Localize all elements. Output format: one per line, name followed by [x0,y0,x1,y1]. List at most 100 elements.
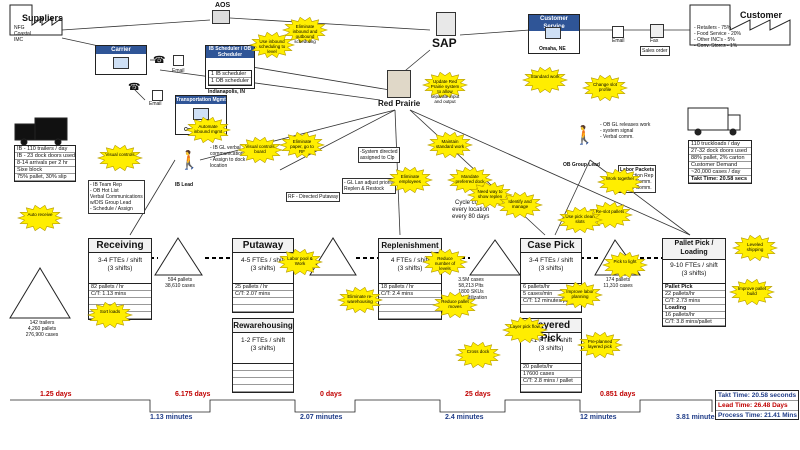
kaizen-burst-text: Reduce pallet moves [441,299,469,309]
ib-lead-person-icon: 🚶 [178,150,201,170]
kaizen-burst-text: Need way to show replen [477,189,503,199]
kaizen-burst-text: Automate inbound mgmt [193,124,223,134]
kaizen-burst-text: Reduce number of levels [434,256,456,271]
kaizen-burst-text: Eliminate employees [399,174,421,184]
phone-icon: ☎ [153,55,166,66]
email-icon [612,26,624,38]
process-case-pick: Case Pick 3-4 FTEs / shift(3 shifts) [520,238,582,284]
kaizen-burst [582,74,628,102]
ob-lead-person-icon: 🚶 [573,125,596,145]
kaizen-burst-text: Sort loads [99,309,121,314]
scheduler-title: IB Scheduler / OB Scheduler [206,46,254,58]
process-time-2: 2.07 minutes [300,414,343,421]
kaizen-burst-text: Labor pool & Work [287,256,313,266]
kaizen-burst-text: Identify and manage [508,199,532,209]
customer-service-box: Customer Service Omaha, NE [528,14,580,54]
kaizen-burst [249,31,295,59]
kaizen-burst-text: Pick to light [613,259,637,264]
kaizen-burst-text: Pre-planned layered pick [587,339,613,349]
wait-time-4: 25 days [465,391,491,398]
kaizen-burst-text: Use inbound scheduling to level [258,39,286,54]
rewarehousing-data-box [232,363,294,393]
kaizen-burst [597,168,643,196]
process-time: Process Time: 21.41 Mins [718,412,798,419]
sales-order-label: Sales order [640,46,670,56]
inventory-triangle-1 [9,267,71,319]
ib-gl-comm: - IB GL verbal communication - Assign to… [210,145,246,169]
summary-box: Takt Time: 20.58 seconds Lead Time: 26.4… [715,390,799,420]
kaizen-burst [557,281,603,309]
kaizen-burst [337,286,383,314]
kaizen-burst [497,191,543,219]
carrier-box: Carrier [95,45,147,75]
ob-lead-label: OB Group Lead [563,162,600,168]
fax-label: Fax [650,38,659,44]
aos-label: AOS [215,2,231,9]
ib-lead-tasks: - IB Team Rep - OB Hot List Verbal Commu… [88,180,145,214]
ob-gl-tasks: - OB GL releases work - system signal - … [600,122,651,140]
kaizen-burst-text: Eliminate re-warehousing [347,294,373,304]
kaizen-burst [729,278,775,306]
computer-icon [113,57,129,69]
kaizen-burst [279,131,325,159]
kaizen-burst [732,234,778,262]
kaizen-burst-text: Change slot profile [592,82,618,92]
email-icon [152,90,163,101]
kaizen-burst-text: Layer pick flow [510,324,540,329]
process-time-4: 12 minutes [580,414,617,421]
wait-time-1: 1.25 days [40,391,72,398]
email-icon [173,55,184,66]
kaizen-burst-text: Work together [605,176,635,181]
aos-computer-icon [212,10,230,24]
computer-icon [193,108,209,120]
kaizen-burst-text: Standard work [530,74,560,79]
customer-list: - Retailers - 75% - Food Service - 20% -… [694,25,741,49]
kaizen-burst [282,16,328,44]
process-time-5: 3.81 minutes [676,414,719,421]
suppliers-box: Suppliers NFG Coastal IMC [10,5,63,43]
kaizen-burst [185,116,231,144]
takt-time: Takt Time: 20.58 seconds [716,392,798,401]
sap-server-icon [436,12,456,36]
kaizen-burst-text: Visual controls board [245,144,275,154]
kaizen-burst [422,248,468,276]
fax-icon [650,24,664,38]
email-label-cs: Email [612,38,625,44]
kaizen-burst-text: Visual controls [105,152,135,157]
kaizen-burst [502,316,548,344]
computer-icon [545,27,561,39]
inbound-data-box: IB - 110 trailers / day IB - 23 dock doo… [14,145,76,182]
kaizen-burst [87,301,133,329]
suppliers-list: NFG Coastal IMC [14,25,31,43]
process-pallet-pick-loading: Pallet Pick / Loading 9-10 FTEs / shift(… [662,238,726,284]
kaizen-burst [422,71,468,99]
process-receiving: Receiving 3-4 FTEs / shift(3 shifts) [88,238,152,284]
scheduler-box: IB Scheduler / OB Scheduler 1 IB schedul… [205,45,255,95]
kaizen-burst [277,248,323,276]
process-time-1: 1.13 minutes [150,414,193,421]
process-title: Replenishment [379,239,441,253]
system-directed-label: -System directed assigned to Clp [358,147,400,163]
wait-time-2: 6.175 days [175,391,211,398]
kaizen-burst [237,136,283,164]
scheduler-data: 1 IB scheduler 1 OB scheduler [208,70,252,86]
rf-putaway-label: RF - Directed Putaway [286,192,341,202]
inventory-triangle-4 [469,239,521,276]
kaizen-burst-text: Cross dock [466,349,490,354]
cycle-count-label: Cycle count every location every 80 days [452,200,490,220]
carrier-title: Carrier [96,46,146,54]
process-title: Rewarehousing [233,319,293,333]
wait-time-3: 0 days [320,391,342,398]
kaizen-burst [455,341,501,369]
kaizen-burst-text: Eliminate inbound and outbound schedulin… [292,24,318,44]
transportation-title: Transportation Mgmt [176,96,226,104]
sap-label: SAP [432,36,457,50]
